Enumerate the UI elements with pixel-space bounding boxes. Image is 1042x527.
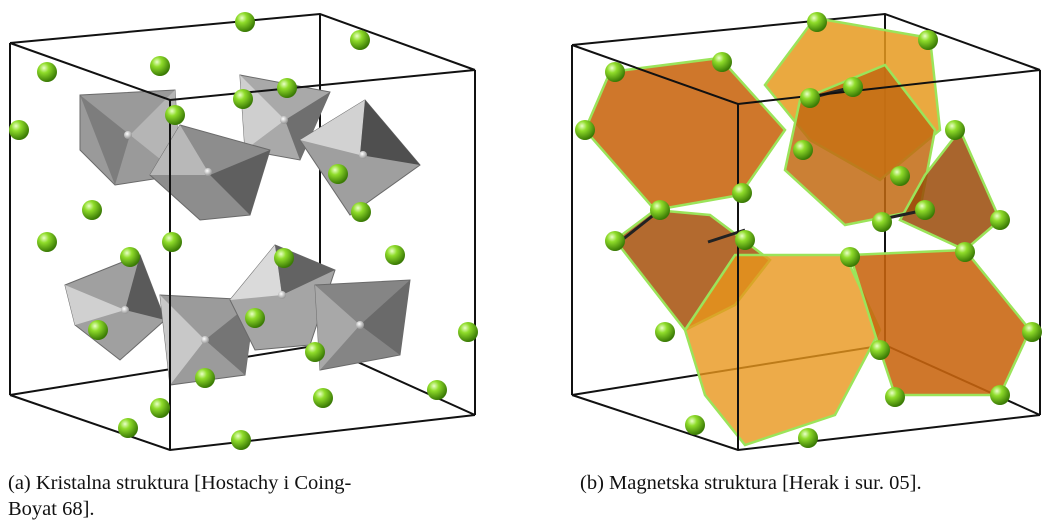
crystal-structure-figure — [0, 0, 500, 460]
crystal-structure-svg — [9, 12, 478, 452]
metal-centers — [121, 116, 367, 344]
unit-cell-front — [571, 44, 1041, 452]
caption-a: (a) Kristalna struktura [Hostachy i Coin… — [8, 470, 500, 522]
green-atoms — [9, 12, 478, 450]
caption-b: (b) Magnetska struktura [Herak i sur. 05… — [580, 470, 1040, 496]
magnetic-structure-svg — [571, 12, 1042, 452]
octahedra-bottom — [64, 244, 411, 386]
magnetic-polyhedra — [583, 16, 1032, 447]
unit-cell-front — [9, 42, 476, 452]
caption-a-line2: Boyat 68]. — [8, 498, 95, 520]
caption-a-line1: (a) Kristalna struktura [Hostachy i Coin… — [8, 472, 352, 494]
caption-b-line1: (b) Magnetska struktura [Herak i sur. 05… — [580, 472, 922, 494]
magnetic-structure-figure — [560, 0, 1042, 460]
green-atoms — [575, 12, 1042, 448]
